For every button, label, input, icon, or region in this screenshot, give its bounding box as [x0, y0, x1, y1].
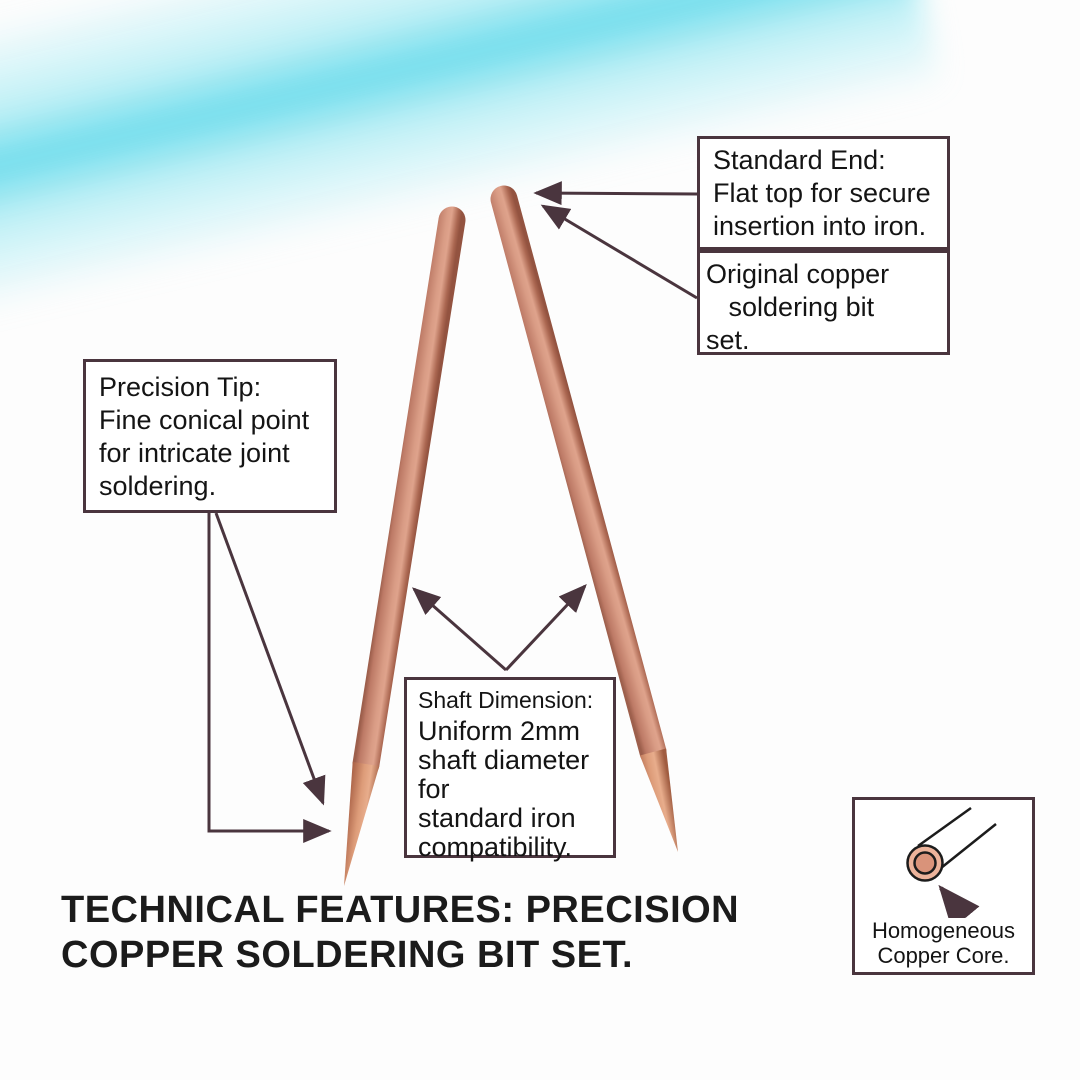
shaft-dimension-heading: Shaft Dimension:: [418, 687, 594, 713]
soldering-bit-left: [344, 206, 466, 886]
title-line-1: TECHNICAL FEATURES: PRECISION: [61, 889, 740, 931]
rod-cross-section-icon: [906, 806, 997, 930]
page-title: TECHNICAL FEATURES: PRECISION COPPER SOL…: [61, 888, 821, 978]
precision-tip-arrow-elbow: [207, 513, 332, 843]
original-set-arrow: [540, 204, 698, 300]
shaft-arrow-left: [411, 587, 507, 672]
standard-end-arrow: [533, 181, 698, 206]
title-line-2: COPPER SOLDERING BIT SET.: [61, 934, 634, 976]
soldering-bit-right: [490, 185, 678, 852]
shaft-arrow-right: [504, 584, 587, 672]
precision-tip-arrow-diagonal: [214, 512, 326, 806]
copper-core-diagram: [855, 800, 1032, 930]
